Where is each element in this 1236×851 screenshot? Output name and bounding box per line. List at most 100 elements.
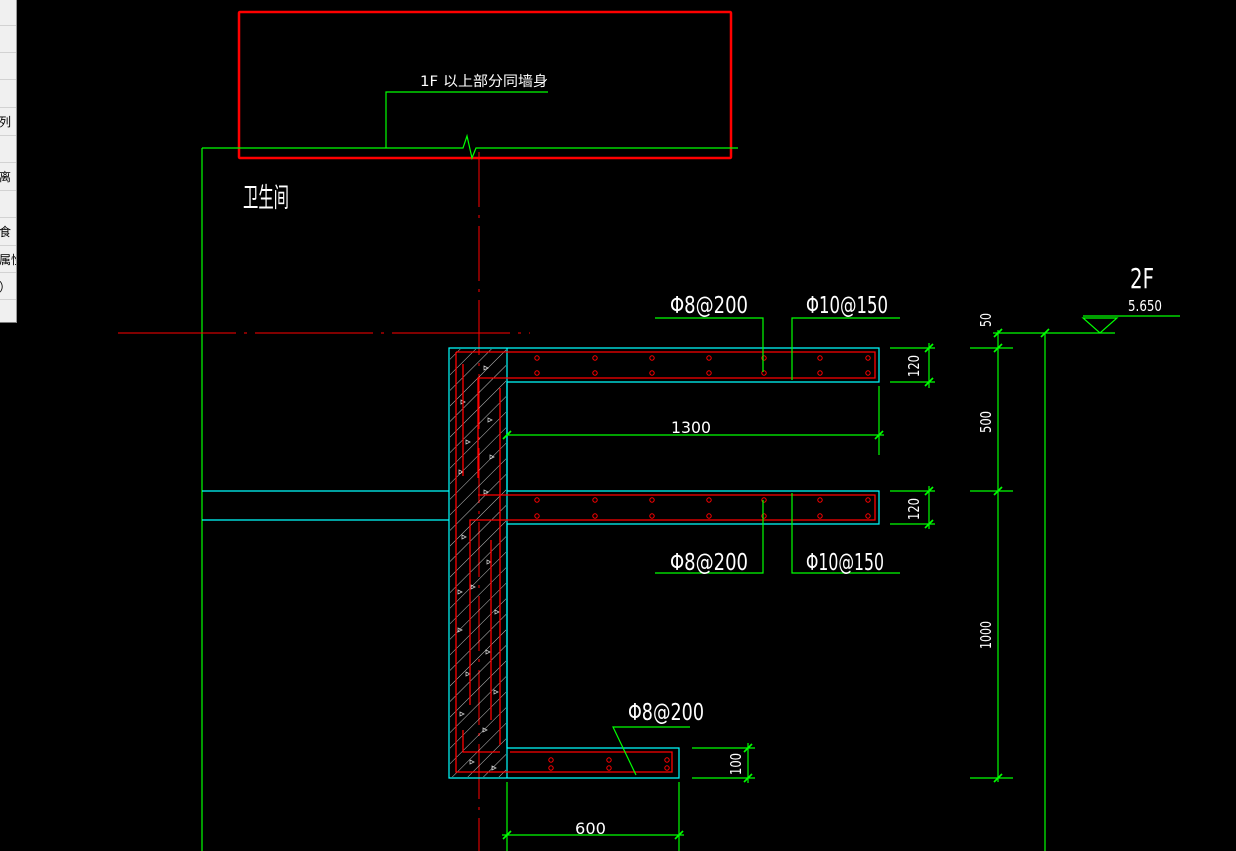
rebar-dot [534, 497, 540, 503]
upper-slab-rebar-dots [534, 355, 871, 376]
rebar-dot [664, 765, 670, 771]
break-line [202, 133, 738, 161]
dim-tick [993, 328, 1003, 338]
level-name: 2F [1130, 262, 1154, 295]
middle-slab-rebar-dots [534, 497, 871, 519]
panel-row[interactable]: 食 [0, 218, 16, 246]
note-leader [385, 91, 548, 148]
wall-slab-outline [448, 347, 880, 779]
panel-row[interactable] [0, 0, 16, 26]
rebar-upper-slab [456, 351, 876, 478]
rebar-dot [548, 757, 554, 763]
rebar-dot [592, 513, 598, 519]
panel-row[interactable]: 属性 [0, 246, 16, 273]
rebar-dot [548, 765, 554, 771]
middle-right-callout: Φ10@150 [806, 550, 884, 576]
rebar-dot [649, 513, 655, 519]
rebar-dot [817, 497, 823, 503]
dim-tick [924, 377, 934, 387]
panel-row[interactable] [0, 53, 16, 80]
panel-row[interactable]: 列 [0, 108, 16, 136]
rebar-dot [761, 370, 767, 376]
panel-row[interactable]: 离 [0, 163, 16, 191]
lower-callout: Φ8@200 [628, 700, 704, 726]
panel-row[interactable]: ） [0, 273, 16, 300]
dim-tick [924, 519, 934, 529]
upper-left-callout: Φ8@200 [670, 293, 748, 319]
panel-row[interactable] [0, 80, 16, 108]
rebar-dot [592, 370, 598, 376]
level-triangle-icon [1081, 317, 1119, 334]
dim-tick [874, 430, 884, 440]
rebar-outer-wall [455, 352, 673, 773]
rebar-dot [706, 497, 712, 503]
lower-spacing-label: 1000 [977, 621, 995, 649]
rebar-dot [817, 355, 823, 361]
level-elevation: 5.650 [1128, 297, 1162, 315]
upper-left-callout-leader [655, 317, 764, 372]
rebar-dot [534, 355, 540, 361]
rebar-dot [664, 757, 670, 763]
rebar-dot [761, 513, 767, 519]
rebar-dot [606, 757, 612, 763]
panel-row[interactable] [0, 26, 16, 53]
dim-tick [674, 830, 684, 840]
panel-row-label: 离 [0, 170, 12, 184]
rebar-dot [649, 355, 655, 361]
wall-note: 1F 以上部分同墙身 [420, 74, 548, 90]
lower-callout-leader [612, 726, 690, 776]
lower-length-label: 600 [575, 819, 606, 838]
rebar-dot [761, 497, 767, 503]
dim-tick [1040, 328, 1050, 338]
rebar-dot [534, 370, 540, 376]
dim-tick [924, 343, 934, 353]
rebar-dot [534, 513, 540, 519]
middle-left-callout: Φ8@200 [670, 550, 748, 576]
rebar-dot [706, 370, 712, 376]
panel-row-label: 食 [0, 225, 12, 239]
lower-slab-rebar-dots [548, 757, 670, 771]
upper-right-callout-leader [791, 317, 900, 380]
middle-left-callout-leader [655, 500, 764, 574]
room-label: 卫生间 [243, 183, 289, 214]
panel-row[interactable] [0, 300, 16, 322]
dim-tick [993, 486, 1003, 496]
upper-right-callout: Φ10@150 [806, 293, 888, 319]
rebar-lower-anchor [462, 730, 500, 753]
panel-row-label: ） [0, 279, 12, 294]
dim-tick [924, 486, 934, 496]
rebar-dot [592, 355, 598, 361]
properties-panel: 列 离 食 属性 ） [0, 0, 17, 323]
upper-spacing-label: 500 [977, 411, 995, 433]
panel-row[interactable] [0, 191, 16, 218]
upper-thickness-label: 120 [905, 355, 923, 377]
upper-slab-length-label: 1300 [671, 418, 711, 437]
dim-tick [993, 773, 1003, 783]
highlight-rectangle [237, 10, 733, 160]
rebar-dot [817, 513, 823, 519]
rebar-dot [817, 370, 823, 376]
rebar-dot [865, 370, 871, 376]
dim-tick [743, 773, 753, 783]
dim-tick [743, 743, 753, 753]
rebar-middle-slab [469, 494, 876, 705]
rebar-dot [865, 355, 871, 361]
rebar-dot [706, 355, 712, 361]
rebar-dot [606, 765, 612, 771]
panel-row[interactable] [0, 136, 16, 163]
rebar-dot [865, 497, 871, 503]
panel-row-label: 列 [0, 115, 12, 129]
dim-tick [993, 343, 1003, 353]
rebar-dot [592, 497, 598, 503]
panel-row-label: 属性 [0, 252, 16, 267]
rebar-dot [649, 497, 655, 503]
rebar-dot [865, 513, 871, 519]
level-offset-label: 50 [977, 313, 995, 327]
dim-tick [502, 430, 512, 440]
lower-thickness-label: 100 [727, 753, 745, 775]
middle-thickness-label: 120 [905, 498, 923, 520]
dim-tick [502, 830, 512, 840]
